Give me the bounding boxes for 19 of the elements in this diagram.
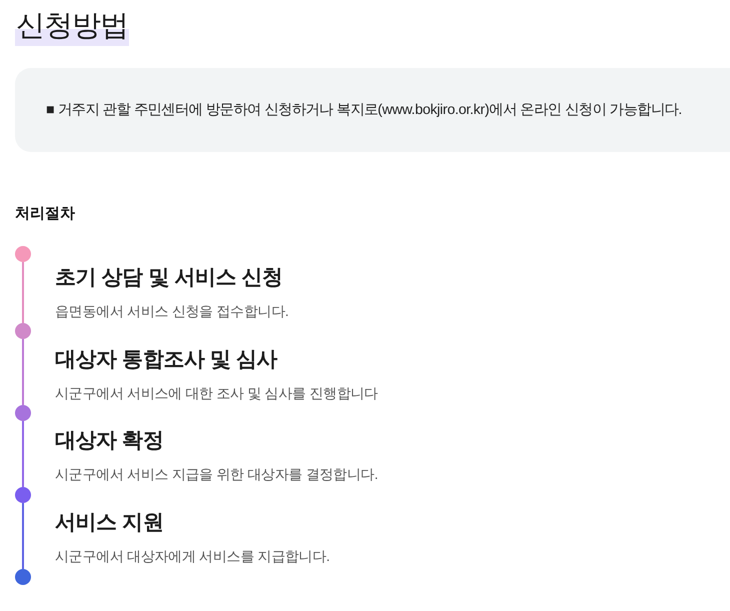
step-description: 읍면동에서 서비스 신청을 접수합니다. (55, 302, 289, 321)
step-title: 대상자 확정 (55, 428, 164, 454)
timeline-line (22, 503, 24, 569)
timeline-dot (15, 246, 31, 262)
timeline-line (22, 262, 24, 323)
step-title: 초기 상담 및 서비스 신청 (55, 265, 283, 291)
step-description: 시군구에서 서비스에 대한 조사 및 심사를 진행합니다 (55, 384, 378, 403)
notice-box: ■ 거주지 관할 주민센터에 방문하여 신청하거나 복지로(www.bokjiro.or.kr)에서 온라인 신청이 가능합니다. (15, 68, 730, 152)
timeline-dot (15, 569, 31, 585)
step-description: 시군구에서 대상자에게 서비스를 지급합니다. (55, 547, 330, 566)
timeline-dot (15, 405, 31, 421)
step-title: 대상자 통합조사 및 심사 (55, 347, 278, 373)
timeline-dot (15, 487, 31, 503)
section-heading: 처리절차 (15, 204, 75, 224)
step-description: 시군구에서 서비스 지급을 위한 대상자를 결정합니다. (55, 465, 378, 484)
timeline-line (22, 421, 24, 487)
timeline-line (22, 339, 24, 405)
step-title: 서비스 지원 (55, 510, 164, 536)
timeline-dot (15, 323, 31, 339)
